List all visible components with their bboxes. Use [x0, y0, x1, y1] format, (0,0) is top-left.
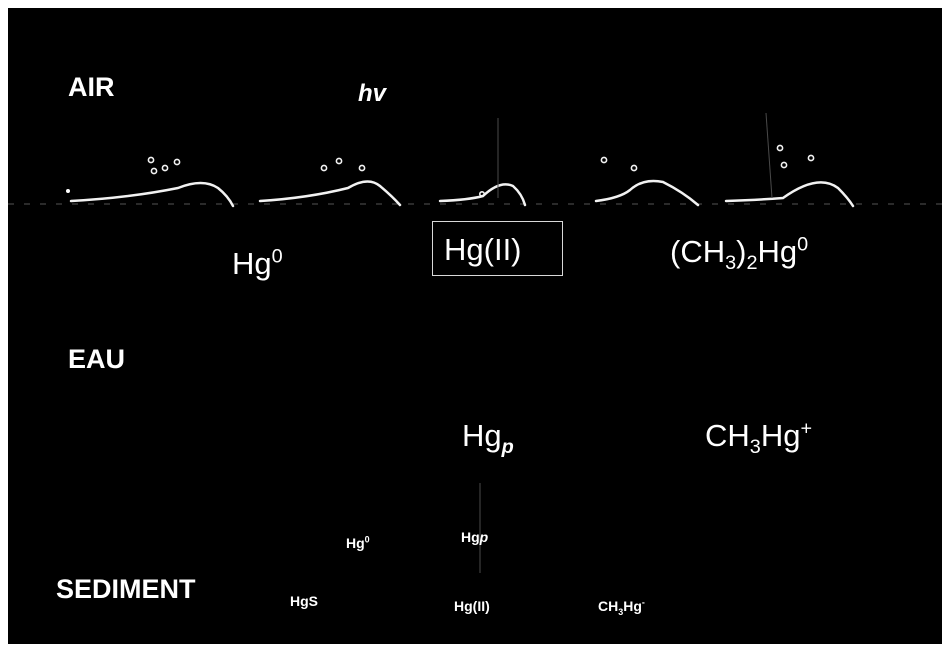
wave-segment: [69, 181, 235, 208]
species-methylmercury-water: CH3Hg+: [705, 417, 813, 459]
species-hg2-sediment: Hg(II): [454, 598, 490, 614]
species-hg2-water: Hg(II): [444, 232, 522, 267]
bubble: [807, 154, 815, 162]
bubble: [320, 164, 328, 172]
species-hg0-sediment: Hg0: [346, 534, 370, 551]
species-methylmercury-sediment: CH3Hg-: [598, 597, 645, 617]
zone-label-air: AIR: [68, 72, 115, 102]
bubble: [478, 191, 485, 198]
dot: [66, 189, 70, 193]
wave-segment: [594, 179, 700, 207]
air-water-interface: [8, 112, 942, 573]
bubble: [150, 167, 158, 175]
bubble: [147, 156, 155, 164]
faint-trace: [765, 112, 773, 199]
species-hgp-sediment: Hgp: [461, 529, 489, 545]
mercury-cycle-diagram: AIR EAU SEDIMENT hv Hg0 Hg(II) (CH3)2Hg0…: [8, 8, 942, 644]
zone-label-sediment: SEDIMENT: [56, 574, 196, 604]
bubble: [780, 161, 788, 169]
bubble: [173, 158, 181, 166]
bubble: [630, 164, 638, 172]
bubble: [161, 164, 169, 172]
species-hg0-water: Hg0: [232, 245, 283, 281]
zone-label-water: EAU: [68, 344, 126, 374]
bubble: [335, 157, 343, 165]
species-hgp-water: Hgp: [462, 418, 514, 459]
wave-segment: [258, 180, 402, 207]
bubble: [776, 144, 784, 152]
hg2-box: [432, 221, 563, 276]
wave-segment: [438, 183, 527, 207]
bubble: [358, 164, 366, 172]
light-hv-label: hv: [358, 80, 387, 107]
species-hgs-sediment: HgS: [290, 593, 318, 609]
bubble: [600, 156, 608, 164]
wave-segment: [724, 181, 855, 208]
species-dimethylmercury: (CH3)2Hg0: [670, 233, 809, 275]
